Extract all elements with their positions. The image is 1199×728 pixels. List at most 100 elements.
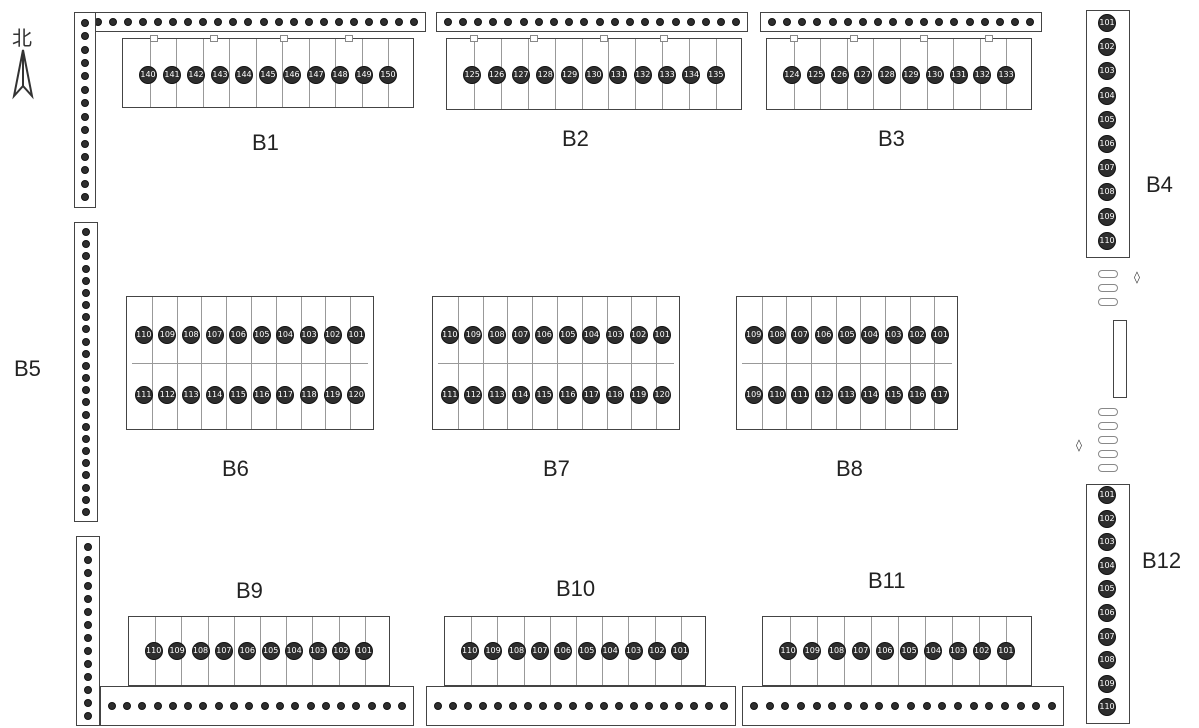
unit-b9-107[interactable]: 107 (214, 642, 233, 660)
unit-b2-132[interactable]: 132 (633, 66, 652, 84)
unit-b11-102[interactable]: 102 (972, 642, 991, 660)
unit-b6-116-b[interactable]: 116 (252, 386, 271, 404)
unit-b7-109[interactable]: 109 (464, 326, 483, 344)
unit-b12-110[interactable]: 110 (1098, 698, 1116, 717)
unit-b1-145[interactable]: 145 (259, 66, 277, 84)
unit-b6-111-b[interactable]: 111 (134, 386, 153, 404)
unit-b2-130[interactable]: 130 (585, 66, 603, 84)
unit-b7-111-b[interactable]: 111 (440, 386, 459, 404)
unit-b9-108[interactable]: 108 (191, 642, 210, 660)
unit-b6-105[interactable]: 105 (252, 326, 271, 344)
unit-b4-108[interactable]: 108 (1098, 183, 1116, 202)
unit-b10-106[interactable]: 106 (554, 642, 573, 660)
unit-b3-132[interactable]: 132 (973, 66, 992, 84)
unit-b8-106[interactable]: 106 (814, 326, 833, 344)
unit-b7-104[interactable]: 104 (582, 326, 601, 344)
unit-b6-119-b[interactable]: 119 (323, 386, 342, 404)
unit-b9-106[interactable]: 106 (238, 642, 257, 660)
unit-b10-109[interactable]: 109 (484, 642, 503, 660)
unit-b12-106[interactable]: 106 (1098, 604, 1116, 622)
unit-b2-129[interactable]: 129 (560, 66, 579, 84)
unit-b6-120-b[interactable]: 120 (347, 386, 366, 404)
unit-b11-106[interactable]: 106 (875, 642, 894, 660)
unit-b1-147[interactable]: 147 (307, 66, 325, 84)
unit-b11-101[interactable]: 101 (996, 642, 1015, 660)
unit-b8-104[interactable]: 104 (861, 326, 880, 344)
unit-b10-110[interactable]: 110 (460, 642, 479, 660)
unit-b2-134[interactable]: 134 (682, 66, 701, 84)
unit-b7-113-b[interactable]: 113 (488, 386, 506, 404)
unit-b6-113-b[interactable]: 113 (182, 386, 200, 404)
unit-b3-126[interactable]: 126 (830, 66, 849, 84)
unit-b8-113-b[interactable]: 113 (838, 386, 856, 404)
unit-b8-109[interactable]: 109 (744, 326, 763, 344)
unit-b4-101[interactable]: 101 (1098, 14, 1116, 32)
unit-b8-117-b[interactable]: 117 (931, 386, 950, 404)
unit-b9-103[interactable]: 103 (308, 642, 327, 660)
unit-b7-105[interactable]: 105 (558, 326, 577, 344)
unit-b11-107[interactable]: 107 (851, 642, 870, 660)
unit-b3-128[interactable]: 128 (878, 66, 897, 84)
unit-b8-116-b[interactable]: 116 (908, 386, 926, 404)
unit-b1-140[interactable]: 140 (139, 66, 157, 84)
unit-b2-135[interactable]: 135 (706, 66, 725, 84)
unit-b6-101[interactable]: 101 (347, 326, 366, 344)
unit-b2-125[interactable]: 125 (463, 66, 482, 84)
unit-b7-101[interactable]: 101 (653, 326, 672, 344)
unit-b7-110[interactable]: 110 (440, 326, 459, 344)
unit-b10-103[interactable]: 103 (624, 642, 643, 660)
unit-b11-103[interactable]: 103 (948, 642, 967, 660)
unit-b6-112-b[interactable]: 112 (158, 386, 177, 404)
unit-b1-150[interactable]: 150 (379, 66, 397, 84)
unit-b3-129[interactable]: 129 (901, 66, 920, 84)
unit-b9-109[interactable]: 109 (168, 642, 187, 660)
unit-b12-104[interactable]: 104 (1098, 556, 1116, 575)
unit-b12-101[interactable]: 101 (1098, 486, 1116, 504)
unit-b8-107[interactable]: 107 (791, 326, 810, 344)
unit-b11-108[interactable]: 108 (827, 642, 846, 660)
unit-b9-101[interactable]: 101 (355, 642, 374, 660)
unit-b7-117-b[interactable]: 117 (582, 386, 601, 404)
unit-b3-133[interactable]: 133 (997, 66, 1016, 84)
unit-b1-143[interactable]: 143 (211, 66, 229, 84)
unit-b12-108[interactable]: 108 (1098, 651, 1116, 670)
unit-b11-109[interactable]: 109 (803, 642, 822, 660)
unit-b1-146[interactable]: 146 (283, 66, 301, 84)
unit-b8-115-b[interactable]: 115 (884, 386, 903, 404)
unit-b6-102[interactable]: 102 (323, 326, 342, 344)
unit-b8-112-b[interactable]: 112 (814, 386, 833, 404)
unit-b8-103[interactable]: 103 (884, 326, 903, 344)
unit-b10-108[interactable]: 108 (507, 642, 526, 660)
unit-b7-115-b[interactable]: 115 (535, 386, 554, 404)
unit-b7-119-b[interactable]: 119 (629, 386, 648, 404)
unit-b9-102[interactable]: 102 (331, 642, 350, 660)
unit-b7-102[interactable]: 102 (629, 326, 648, 344)
unit-b6-103[interactable]: 103 (300, 326, 318, 344)
unit-b10-104[interactable]: 104 (601, 642, 620, 660)
unit-b2-128[interactable]: 128 (536, 66, 555, 84)
unit-b2-126[interactable]: 126 (487, 66, 506, 84)
unit-b1-149[interactable]: 149 (355, 66, 373, 84)
unit-b4-106[interactable]: 106 (1098, 135, 1116, 153)
unit-b7-106[interactable]: 106 (535, 326, 554, 344)
unit-b12-105[interactable]: 105 (1098, 580, 1116, 599)
unit-b6-106[interactable]: 106 (229, 326, 248, 344)
unit-b8-114-b[interactable]: 114 (861, 386, 880, 404)
unit-b4-104[interactable]: 104 (1098, 86, 1116, 105)
unit-b1-141[interactable]: 141 (163, 66, 181, 84)
unit-b3-131[interactable]: 131 (949, 66, 968, 84)
unit-b6-115-b[interactable]: 115 (229, 386, 248, 404)
unit-b8-109-b[interactable]: 109 (744, 386, 763, 404)
unit-b6-104[interactable]: 104 (276, 326, 295, 344)
unit-b9-104[interactable]: 104 (285, 642, 304, 660)
unit-b4-105[interactable]: 105 (1098, 110, 1116, 129)
unit-b6-110[interactable]: 110 (134, 326, 153, 344)
unit-b9-105[interactable]: 105 (261, 642, 280, 660)
unit-b7-114-b[interactable]: 114 (511, 386, 530, 404)
unit-b7-120-b[interactable]: 120 (653, 386, 672, 404)
unit-b4-102[interactable]: 102 (1098, 38, 1116, 57)
unit-b9-110[interactable]: 110 (144, 642, 163, 660)
unit-b4-110[interactable]: 110 (1098, 231, 1116, 250)
unit-b8-101[interactable]: 101 (931, 326, 950, 344)
unit-b3-125[interactable]: 125 (806, 66, 825, 84)
